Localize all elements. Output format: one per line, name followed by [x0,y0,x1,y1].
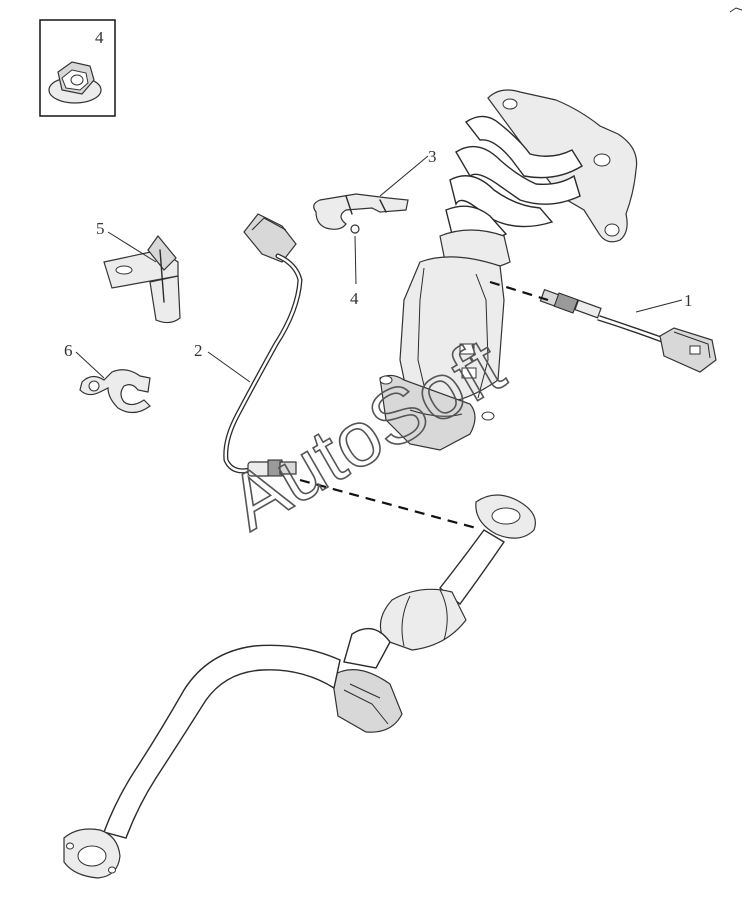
inset-box-nut: 4 [39,19,116,117]
callout-6: 6 [64,341,73,360]
bracket-part-5 [103,235,181,324]
front-exhaust-pipe [63,494,536,879]
leader-1 [635,299,683,313]
corner-mark [729,7,743,13]
clip-part-6 [79,369,151,414]
watermark-text: AutoSoft [215,321,518,547]
inset-callout-number: 4 [95,28,104,47]
callout-3: 3 [428,147,437,166]
callout-5: 5 [96,219,105,238]
callout-2: 2 [194,341,203,360]
flange-nut-icon [48,61,102,104]
leader-3 [379,155,429,197]
oxygen-sensor-part-1 [539,288,717,373]
sensor-2-install-line [299,478,477,530]
leader-4 [354,235,357,285]
nut-part-4 [350,224,360,234]
leader-6 [75,351,105,379]
heat-shield-clip-part-3 [313,193,409,230]
leader-5 [107,231,157,263]
callout-4: 4 [350,289,359,308]
leader-2 [207,351,251,383]
callout-1: 1 [684,291,693,310]
exhaust-manifold [379,89,638,451]
oxygen-sensor-part-2 [223,213,303,477]
